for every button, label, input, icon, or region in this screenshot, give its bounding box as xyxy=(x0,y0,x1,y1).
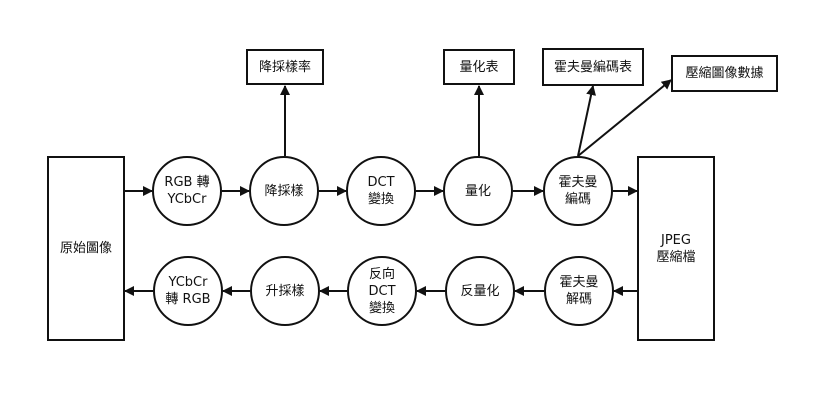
huffman-table-label: 霍夫曼編碼表 xyxy=(553,59,632,75)
node-upsample: 升採樣 xyxy=(250,256,320,326)
node-downsample: 降採樣 xyxy=(249,156,319,226)
source-image-label: 原始圖像 xyxy=(59,241,112,256)
node-huffman-decode: 霍夫曼 解碼 xyxy=(544,256,614,326)
source-image-box: 原始圖像 xyxy=(47,156,125,341)
node-label: 反量化 xyxy=(460,283,500,299)
node-dct: DCT 變換 xyxy=(346,156,416,226)
quantization-table-box: 量化表 xyxy=(443,49,515,85)
node-label: DCT 變換 xyxy=(367,175,395,207)
node-label: 升採樣 xyxy=(265,283,305,299)
jpeg-file-label: JPEG 壓縮檔 xyxy=(656,232,696,265)
node-label: 量化 xyxy=(464,183,491,199)
compressed-data-label: 壓縮圖像數據 xyxy=(685,66,764,81)
jpeg-file-box: JPEG 壓縮檔 xyxy=(637,156,715,341)
node-label: 霍夫曼 編碼 xyxy=(558,175,598,207)
node-dequantize: 反量化 xyxy=(445,256,515,326)
huffman-table-box: 霍夫曼編碼表 xyxy=(542,48,644,86)
downsample-rate-label: 降採樣率 xyxy=(258,59,311,75)
node-inverse-dct: 反向 DCT 變換 xyxy=(347,256,417,326)
arrow-huffman-to-compressed xyxy=(577,79,672,157)
node-label: RGB 轉 YCbCr xyxy=(164,175,210,207)
compressed-data-box: 壓縮圖像數據 xyxy=(671,55,778,92)
node-label: 降採樣 xyxy=(264,183,304,199)
node-label: YCbCr 轉 RGB xyxy=(165,275,211,307)
node-huffman-encode: 霍夫曼 編碼 xyxy=(543,156,613,226)
node-label: 霍夫曼 解碼 xyxy=(559,275,599,307)
quantization-table-label: 量化表 xyxy=(459,59,499,75)
node-rgb-to-ycbcr: RGB 轉 YCbCr xyxy=(152,156,222,226)
node-ycbcr-to-rgb: YCbCr 轉 RGB xyxy=(153,256,223,326)
arrow-huffman-to-codetable xyxy=(577,85,597,157)
downsample-rate-box: 降採樣率 xyxy=(246,49,324,85)
node-label: 反向 DCT 變換 xyxy=(368,266,396,316)
node-quantize: 量化 xyxy=(443,156,513,226)
